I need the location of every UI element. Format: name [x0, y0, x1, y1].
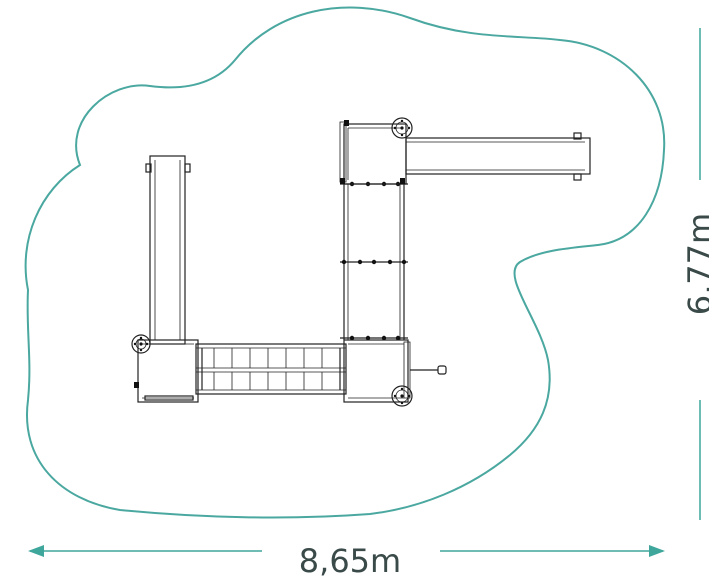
left-platform — [134, 339, 199, 403]
width-dimension: 8,65m — [28, 542, 665, 580]
height-dimension: 6,77m — [676, 28, 709, 520]
steering-handle-icon — [410, 365, 447, 375]
lower-wheel-icon — [391, 385, 413, 407]
top-wheel-icon — [391, 117, 413, 139]
safety-zone-outline — [24, 6, 666, 519]
bridge — [195, 343, 347, 395]
climbing-net-section — [340, 181, 408, 341]
play-equipment — [131, 117, 591, 407]
arrow-right-icon — [649, 545, 665, 557]
arrow-left-icon — [28, 545, 44, 557]
left-wheel-icon — [131, 334, 151, 354]
top-tower-platform — [339, 120, 407, 185]
right-slide — [405, 132, 591, 181]
right-lower-platform — [343, 339, 411, 403]
height-label: 6,77m — [681, 213, 709, 315]
left-slide — [145, 155, 191, 345]
width-label: 8,65m — [299, 542, 401, 580]
